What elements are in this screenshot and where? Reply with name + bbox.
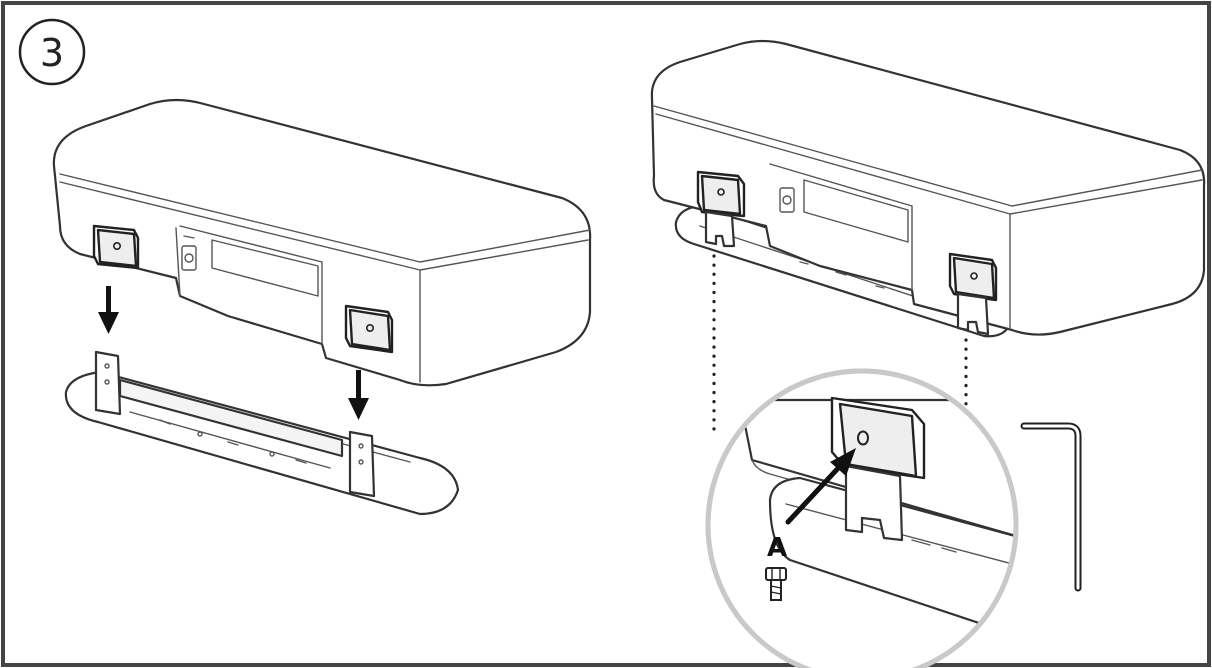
- left-illustration-soundbar-onto-bracket: [52, 98, 592, 516]
- step-number-circle: [18, 18, 86, 86]
- magnifier-detail: [705, 368, 1019, 668]
- mounting-clip-right-1: [696, 170, 746, 248]
- downward-arrow-icon: [98, 286, 119, 334]
- step-number-badge: 3: [18, 18, 86, 86]
- step-number-text: 3: [40, 31, 64, 75]
- right-illustration-soundbar-mounted: A: [650, 39, 1206, 668]
- mounting-clip-right-2: [948, 252, 998, 336]
- callout-label-a: A: [767, 533, 787, 563]
- mounting-clip-left-2: [344, 304, 394, 354]
- soundbar-device-right: [650, 39, 1206, 336]
- mounting-clip-left-1: [92, 224, 140, 270]
- soundbar-device-left: [52, 98, 592, 387]
- pointer-arrow-icon: [785, 448, 856, 525]
- hex-key-icon: [1020, 422, 1082, 592]
- downward-arrow-icon-2: [348, 370, 369, 420]
- screw-icon: [765, 567, 787, 601]
- wall-bracket-left: [64, 350, 460, 516]
